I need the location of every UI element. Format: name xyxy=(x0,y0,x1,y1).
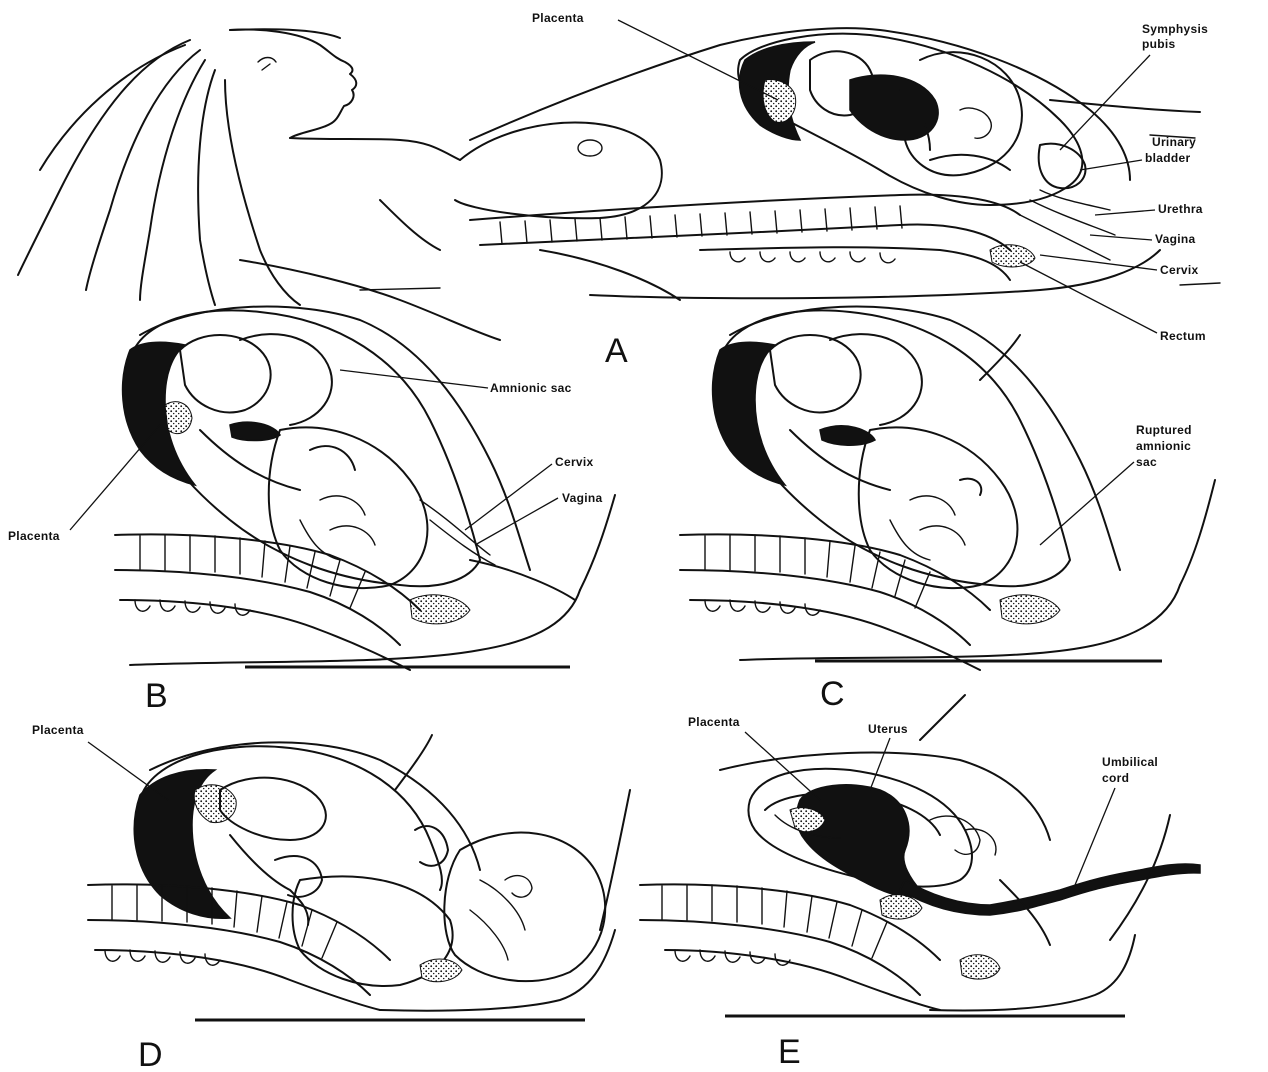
panel-letter-a: A xyxy=(605,332,628,370)
label-ruptured-2: amnionic xyxy=(1136,439,1191,453)
panel-a: Placenta Symphysis pubis Urinary bladder… xyxy=(18,11,1220,370)
label-uterus: Uterus xyxy=(868,722,908,736)
label-umbilical-2: cord xyxy=(1102,771,1129,785)
leader-umbilical xyxy=(1075,788,1115,885)
leader-amnionic-sac xyxy=(340,370,488,388)
breast xyxy=(455,123,662,219)
eye xyxy=(258,58,276,71)
panel-letter-c: C xyxy=(820,675,845,713)
fetus-b xyxy=(180,334,427,588)
panel-d: Placenta D xyxy=(32,723,630,1072)
label-amnionic-sac: Amnionic sac xyxy=(490,381,572,395)
panel-b: Amnionic sac Cervix Vagina Placenta B xyxy=(8,306,615,715)
spine-d xyxy=(88,884,390,1010)
label-placenta-e: Placenta xyxy=(688,715,740,729)
label-vagina-a: Vagina xyxy=(1155,232,1196,246)
label-ruptured-3: sac xyxy=(1136,455,1157,469)
panel-c: Ruptured amnionic sac C xyxy=(680,306,1215,713)
label-umbilical-1: Umbilical xyxy=(1102,755,1158,769)
label-ruptured-1: Ruptured xyxy=(1136,423,1192,437)
label-placenta-a: Placenta xyxy=(532,11,584,25)
leader-rectum xyxy=(1020,262,1157,333)
label-placenta-d: Placenta xyxy=(32,723,84,737)
leader-placenta-b xyxy=(70,425,160,530)
placenta-c xyxy=(713,342,785,485)
label-bladder-1: Urinary xyxy=(1152,135,1196,149)
leader-placenta-d xyxy=(88,742,168,800)
spine-c xyxy=(680,534,990,670)
leader-cervix-a xyxy=(1040,255,1157,270)
label-cervix-b: Cervix xyxy=(555,455,594,469)
spine-a xyxy=(470,195,1020,280)
uterus-b xyxy=(130,310,480,586)
leader-vagina-b xyxy=(475,498,558,545)
fetus-a xyxy=(810,51,1022,175)
umbilical-cord xyxy=(900,864,1200,915)
label-vagina-b: Vagina xyxy=(562,491,603,505)
leader-uterus xyxy=(870,738,890,790)
hair-strands xyxy=(18,29,340,305)
face-profile xyxy=(230,30,356,138)
spine-b xyxy=(115,534,420,670)
uterus-c xyxy=(720,310,1070,586)
leader-urethra xyxy=(1095,210,1155,215)
panel-letter-e: E xyxy=(778,1033,801,1071)
panel-letter-d: D xyxy=(138,1036,163,1072)
label-cervix-a: Cervix xyxy=(1160,263,1199,277)
label-placenta-b: Placenta xyxy=(8,529,60,543)
label-symphysis-1: Symphysis xyxy=(1142,22,1208,36)
urinary-bladder xyxy=(1039,144,1086,189)
panel-letter-b: B xyxy=(145,677,168,715)
leader-vagina-a xyxy=(1090,235,1152,240)
label-bladder-2: bladder xyxy=(1145,151,1190,165)
panel-e: Placenta Uterus Umbilical cord E xyxy=(640,695,1200,1071)
label-symphysis-2: pubis xyxy=(1142,37,1176,51)
label-urethra: Urethra xyxy=(1158,202,1203,216)
label-rectum: Rectum xyxy=(1160,329,1206,343)
nipple xyxy=(578,140,602,156)
leader-cervix-b xyxy=(465,464,552,530)
fetus-c xyxy=(770,334,1017,588)
leader-bladder xyxy=(1080,160,1142,170)
